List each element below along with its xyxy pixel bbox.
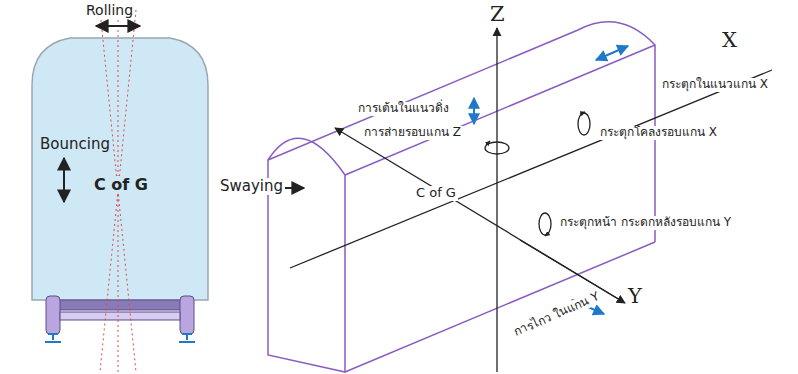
cog-label: C of G <box>414 186 458 201</box>
motion-arrows <box>474 46 628 314</box>
axis-label: Z <box>488 2 507 26</box>
motion-label: กระตุกในแนวแกน X <box>660 78 770 92</box>
motion-label: กระตุกโคลงรอบแกน X <box>598 126 719 140</box>
axis-label: X <box>720 28 739 52</box>
motion-label: Rolling <box>84 2 135 18</box>
motion-label: กระตุกหน้า กระดกหลังรอบแกน Y <box>558 216 733 230</box>
motion-label: Bouncing <box>38 136 112 153</box>
motion-label: การเต้นในแนวดิ่ง <box>356 102 451 116</box>
cog-label: C of G <box>92 176 150 194</box>
car-cross-section <box>32 10 304 372</box>
motion-label: การส่ายรอบแกน Z <box>362 126 463 140</box>
axes <box>290 28 772 372</box>
motion-label: Swaying <box>218 178 285 195</box>
axis-label: Y <box>626 284 644 308</box>
